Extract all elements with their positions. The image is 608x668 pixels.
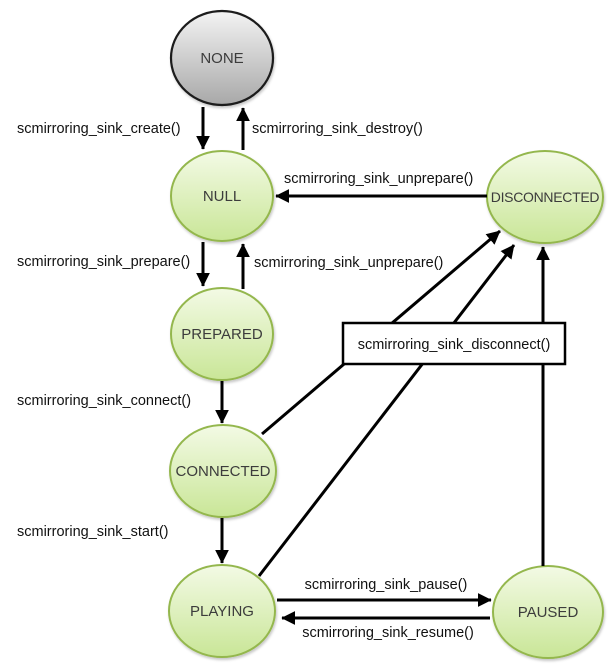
state-node-null: NULL [170, 150, 274, 242]
transition-label-prepare: scmirroring_sink_prepare() [17, 254, 190, 270]
state-label-disconnected: DISCONNECTED [491, 189, 600, 205]
state-circle-connected [169, 424, 277, 518]
state-circle-null [170, 150, 274, 242]
state-label-null: NULL [203, 188, 241, 205]
transition-label-unprepare-disconnected: scmirroring_sink_unprepare() [284, 171, 473, 187]
transition-label-create: scmirroring_sink_create() [17, 121, 181, 137]
state-node-connected: CONNECTED [169, 424, 277, 518]
transition-label-unprepare-prepared: scmirroring_sink_unprepare() [254, 255, 443, 271]
state-circle-none [169, 9, 275, 107]
state-circle-paused [492, 565, 604, 659]
transition-label-resume: scmirroring_sink_resume() [302, 625, 474, 641]
transition-label-destroy: scmirroring_sink_destroy() [252, 121, 423, 137]
state-circle-playing [168, 564, 276, 658]
state-node-none: NONE [169, 9, 275, 107]
state-label-prepared: PREPARED [181, 326, 263, 343]
state-label-paused: PAUSED [518, 604, 579, 621]
state-node-prepared: PREPARED [170, 287, 274, 381]
transition-label-pause: scmirroring_sink_pause() [305, 577, 468, 593]
transition-label-connect: scmirroring_sink_connect() [17, 393, 191, 409]
state-label-playing: PLAYING [190, 603, 254, 620]
state-label-none: NONE [200, 50, 243, 67]
arrow-disconnect-playing-to-disconnected [257, 244, 516, 577]
disconnect-box-rect [341, 321, 567, 366]
transition-label-disconnect: scmirroring_sink_disconnect() [358, 337, 551, 353]
state-label-connected: CONNECTED [175, 463, 270, 480]
state-circle-prepared [170, 287, 274, 381]
disconnect-label-box: scmirroring_sink_disconnect() [341, 321, 567, 366]
transition-label-start: scmirroring_sink_start() [17, 524, 168, 540]
state-node-playing: PLAYING [168, 564, 276, 658]
state-node-disconnected: DISCONNECTED [486, 150, 604, 244]
state-node-paused: PAUSED [492, 565, 604, 659]
